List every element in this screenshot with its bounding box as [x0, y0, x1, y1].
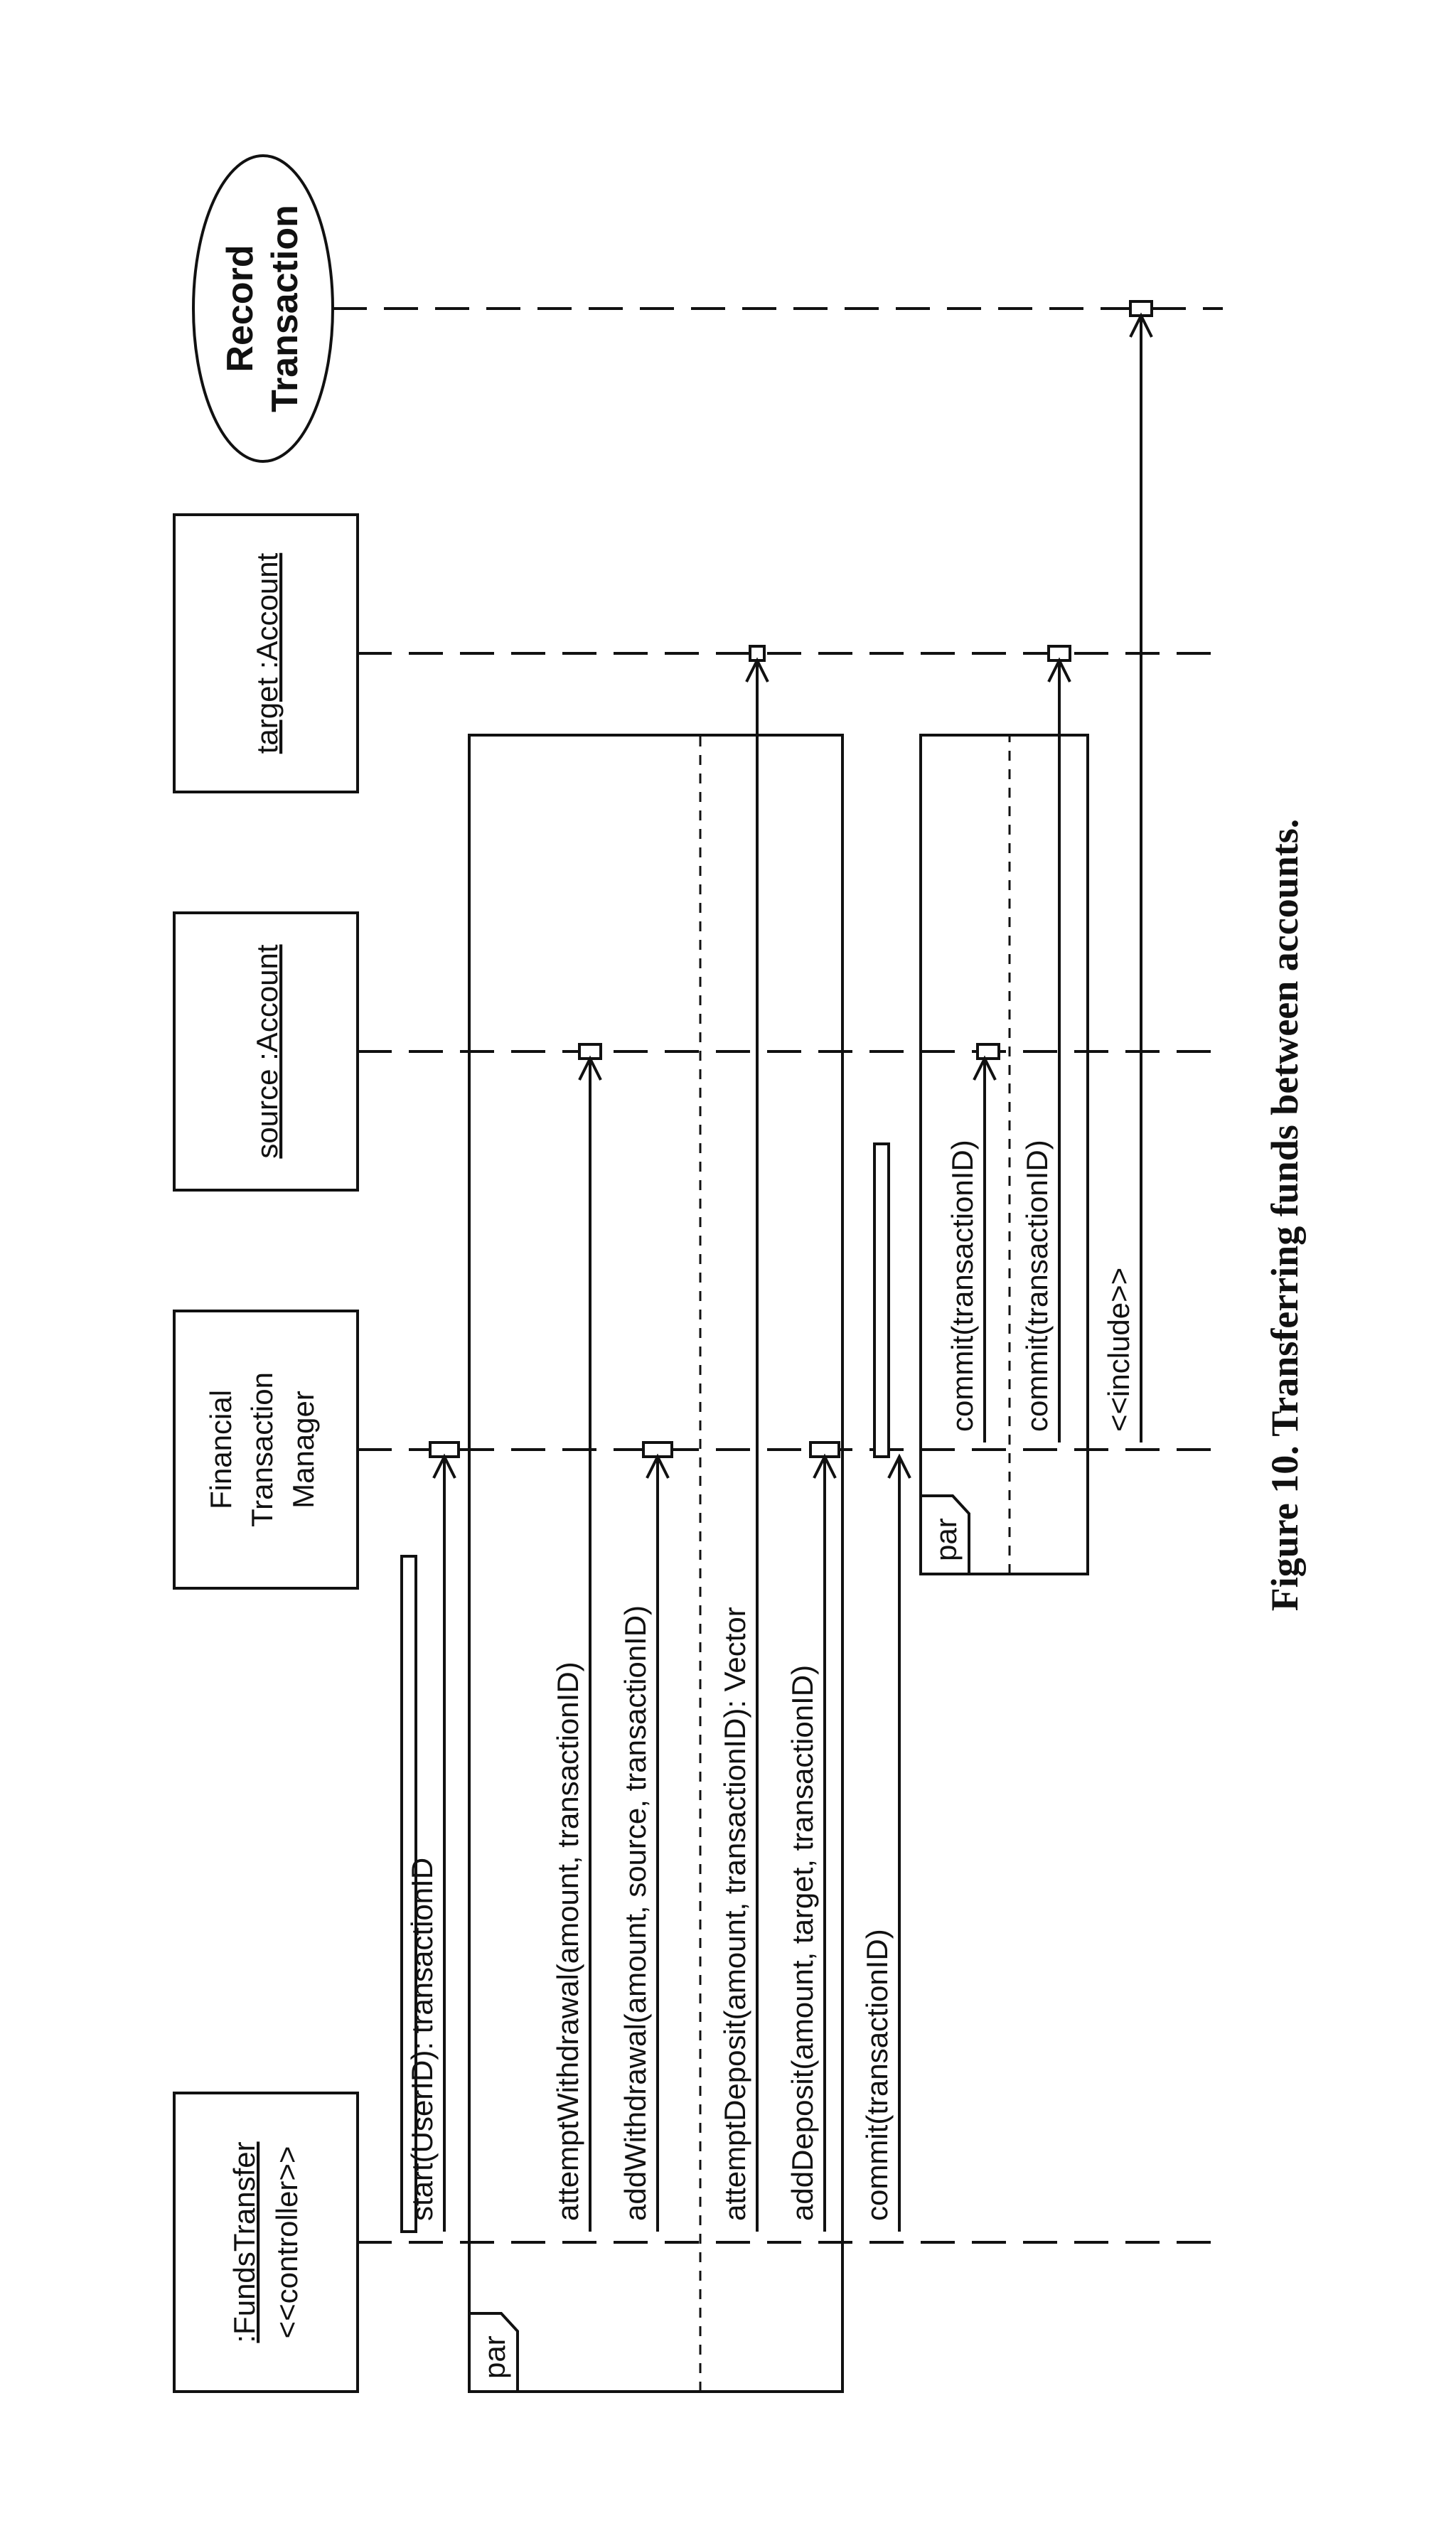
- message-attempt-withdrawal: attemptWithdrawal(amount, transactionID): [551, 1055, 602, 2232]
- par-label-1: par: [478, 2335, 511, 2379]
- message-commit-target-label: commit(transactionID): [1020, 1140, 1054, 1432]
- participant-record-transaction: Record Transaction: [192, 154, 334, 463]
- message-commit-source-label: commit(transactionID): [946, 1140, 979, 1432]
- message-commit-main: commit(transactionID): [860, 1453, 911, 2232]
- message-add-withdrawal: addWithdrawal(amount, source, transactio…: [619, 1453, 670, 2232]
- message-add-deposit-label: addDeposit(amount, target, transactionID…: [786, 1665, 819, 2221]
- message-attempt-withdrawal-label: attemptWithdrawal(amount, transactionID): [551, 1661, 584, 2221]
- participant-financial-transaction-manager: Financial Transaction Manager: [173, 1310, 359, 1590]
- ftm-line-1: Financial: [204, 1390, 237, 1509]
- participant-funds-transfer: :FundsTransfer <<controller>>: [173, 2092, 359, 2393]
- target-account-name: target :Account: [250, 552, 284, 754]
- message-include: <<include>>: [1102, 312, 1153, 1442]
- message-commit-main-label: commit(transactionID): [860, 1929, 894, 2221]
- record-transaction-line-1: Record: [220, 245, 261, 372]
- message-commit-target: commit(transactionID): [1020, 657, 1071, 1442]
- message-attempt-deposit-label: attemptDeposit(amount, transactionID): V…: [718, 1607, 751, 2221]
- figure-caption: Figure 10. Transferring funds between ac…: [1263, 819, 1306, 1612]
- par-label-2: par: [929, 1518, 963, 1561]
- activation-source-commit: [976, 1043, 1000, 1060]
- message-add-deposit: addDeposit(amount, target, transactionID…: [786, 1453, 837, 2232]
- funds-transfer-name: :FundsTransfer: [228, 2141, 261, 2343]
- message-attempt-deposit: attemptDeposit(amount, transactionID): V…: [718, 657, 769, 2232]
- record-transaction-line-2: Transaction: [264, 205, 306, 412]
- message-start: start(UserID): transactionID: [405, 1453, 456, 2232]
- message-add-withdrawal-label: addWithdrawal(amount, source, transactio…: [619, 1605, 652, 2221]
- message-commit-source: commit(transactionID): [946, 1055, 997, 1442]
- activation-funds-transfer: [400, 1555, 417, 2233]
- message-start-label: start(UserID): transactionID: [405, 1858, 439, 2221]
- par-fragment-2: par: [919, 734, 1089, 1575]
- funds-transfer-stereotype: <<controller>>: [270, 2146, 304, 2339]
- ftm-line-2: Transaction: [245, 1372, 279, 1527]
- source-account-name: source :Account: [250, 944, 284, 1158]
- par-fragment-1: par: [468, 734, 844, 2393]
- ftm-line-3: Manager: [287, 1391, 320, 1509]
- participant-target-account: target :Account: [173, 513, 359, 793]
- message-include-label: <<include>>: [1102, 1268, 1135, 1432]
- activation-ftm-commit: [873, 1142, 890, 1458]
- participant-source-account: source :Account: [173, 911, 359, 1192]
